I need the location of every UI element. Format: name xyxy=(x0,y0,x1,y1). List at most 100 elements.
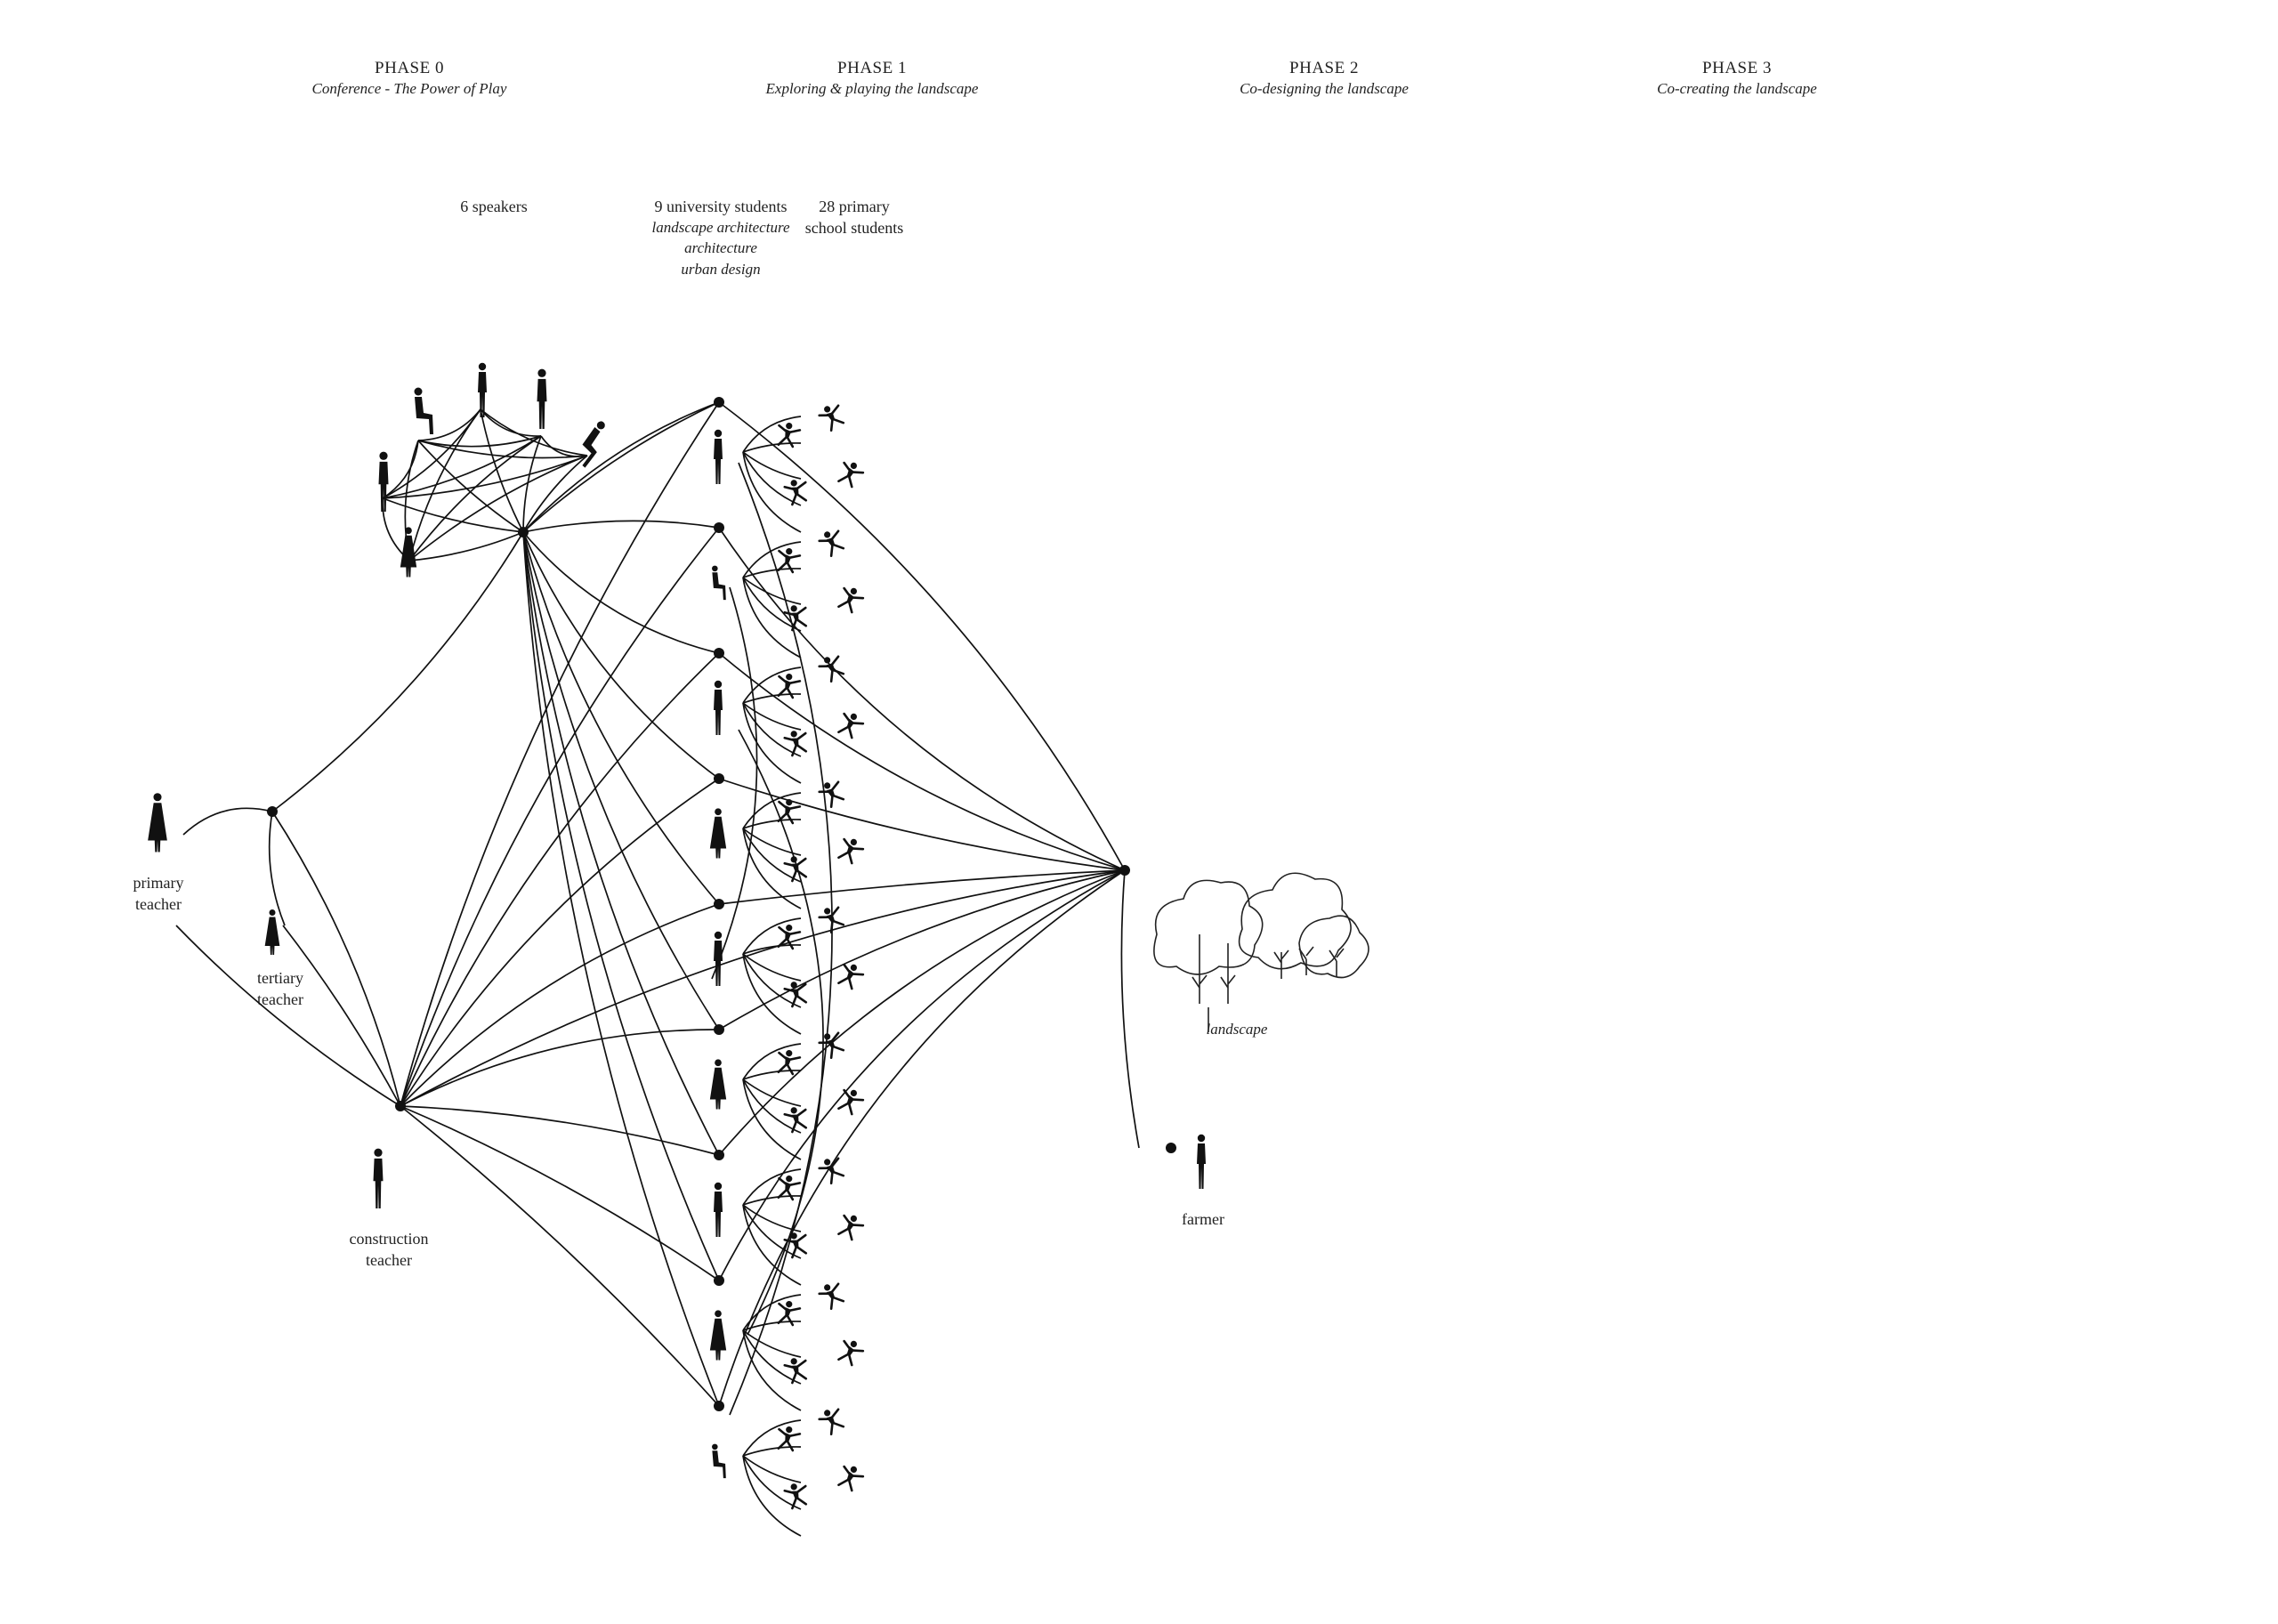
student-landscape-link xyxy=(718,869,1126,1156)
student-child-link xyxy=(742,953,802,1035)
farmer-label: farmer xyxy=(1182,1210,1224,1228)
primary-child-figure xyxy=(772,1171,803,1203)
speaker-figure xyxy=(478,362,487,417)
phase-1-subtitle: Exploring & playing the landscape xyxy=(765,80,979,97)
speaker-link xyxy=(417,435,542,448)
student-child-link xyxy=(742,702,802,757)
speaker-figure xyxy=(400,527,417,578)
primary-child-figure xyxy=(833,1335,867,1369)
construction-student-link xyxy=(400,1105,720,1281)
university-student-figure xyxy=(712,1443,726,1479)
primary-child-figure xyxy=(782,1480,811,1511)
landscape-hub-node xyxy=(1119,865,1130,876)
primary-students-label-line1: 28 primary xyxy=(819,198,890,215)
speaker-student-link xyxy=(522,531,720,654)
student-child-link xyxy=(742,1321,802,1331)
construction-student-link xyxy=(400,527,720,1107)
primary-child-figure xyxy=(833,1460,867,1495)
speaker-link xyxy=(417,440,588,459)
primary-child-figure xyxy=(815,400,848,434)
student-node xyxy=(714,648,724,658)
teacher-speaker-link xyxy=(271,531,524,812)
speaker-link xyxy=(382,455,588,499)
student-child-link xyxy=(742,1329,802,1385)
primary-child-figure xyxy=(833,1209,867,1244)
university-student-figure xyxy=(709,1059,727,1110)
construction-student-link xyxy=(400,1105,720,1407)
tertiary-teacher-label-2: teacher xyxy=(257,990,303,1008)
student-landscape-link xyxy=(718,869,1126,1281)
student-child-link xyxy=(742,1079,802,1160)
student-child-link xyxy=(742,828,802,856)
speaker-student-link xyxy=(522,531,720,780)
primary-child-figure xyxy=(782,978,811,1009)
student-landscape-link xyxy=(718,527,1126,871)
student-child-link xyxy=(742,953,802,982)
primary-child-figure xyxy=(833,833,867,868)
speaker-link xyxy=(480,408,588,456)
discipline-architecture: architecture xyxy=(684,239,757,256)
farmer-node xyxy=(1166,1143,1176,1153)
student-child-link xyxy=(742,828,802,909)
student-child-link xyxy=(742,792,802,829)
university-students-label: 9 university students xyxy=(654,198,788,215)
student-child-link xyxy=(742,819,802,829)
student-child-link xyxy=(742,1455,802,1537)
primary-child-figure xyxy=(815,525,848,560)
construction-teacher-label-2: teacher xyxy=(366,1251,412,1269)
people-figures xyxy=(148,362,1206,1511)
speaker-link xyxy=(382,435,542,499)
student-child-link xyxy=(742,568,802,578)
landscape-label: landscape xyxy=(1206,1021,1268,1038)
phase-1-title: PHASE 1 xyxy=(837,59,907,77)
primary-child-figure xyxy=(815,650,848,685)
construction-student-link xyxy=(400,1029,720,1107)
speaker-figure xyxy=(378,451,389,512)
phase-0-title: PHASE 0 xyxy=(375,59,444,77)
student-child-link xyxy=(742,1168,802,1206)
discipline-urban-design: urban design xyxy=(681,261,761,278)
student-child-link xyxy=(742,1079,802,1107)
student-child-link xyxy=(742,1195,802,1206)
primary-child-figure xyxy=(772,544,803,576)
landscape-trees xyxy=(1153,872,1369,1032)
speaker-link xyxy=(480,408,542,437)
speaker-student-link xyxy=(522,520,720,533)
tree-trunk xyxy=(1329,948,1345,977)
student-child-link xyxy=(742,577,802,605)
student-node xyxy=(714,1150,724,1160)
primary-child-figure xyxy=(782,476,811,507)
tree-trunk xyxy=(1298,946,1314,975)
primary-child-figure xyxy=(772,1422,803,1454)
phase-0-subtitle: Conference - The Power of Play xyxy=(311,80,507,97)
construction-teacher-label-1: construction xyxy=(349,1230,429,1248)
student-child-link xyxy=(742,1204,802,1232)
primary-child-figure xyxy=(815,1278,848,1313)
speaker-link xyxy=(408,435,542,562)
student-landscape-link xyxy=(718,869,1126,1407)
primary-teacher-node xyxy=(267,806,278,817)
student-child-link xyxy=(742,1294,802,1331)
student-landscape-link xyxy=(718,869,1126,1030)
university-student-figure xyxy=(709,1310,727,1361)
primary-child-figure xyxy=(833,1084,867,1119)
university-student-figure xyxy=(714,680,723,735)
student-node xyxy=(714,522,724,533)
student-node xyxy=(714,397,724,408)
construction-student-link xyxy=(400,1105,720,1156)
student-child-link xyxy=(742,667,802,704)
student-child-link xyxy=(742,1070,802,1080)
speaker-link xyxy=(408,408,481,562)
construction-teacher-node xyxy=(395,1101,406,1111)
primary-child-figure xyxy=(833,456,867,491)
phase-2-subtitle: Co-designing the landscape xyxy=(1240,80,1409,97)
student-child-link xyxy=(742,702,802,784)
speaker-hub-link xyxy=(417,440,524,533)
student-child-link xyxy=(742,1204,802,1286)
primary-construction-link xyxy=(175,925,401,1107)
student-child-link xyxy=(742,416,802,453)
teacher-construction-link xyxy=(271,811,401,1107)
student-child-link xyxy=(742,944,802,955)
landscape-farmer-link xyxy=(1120,869,1140,1149)
